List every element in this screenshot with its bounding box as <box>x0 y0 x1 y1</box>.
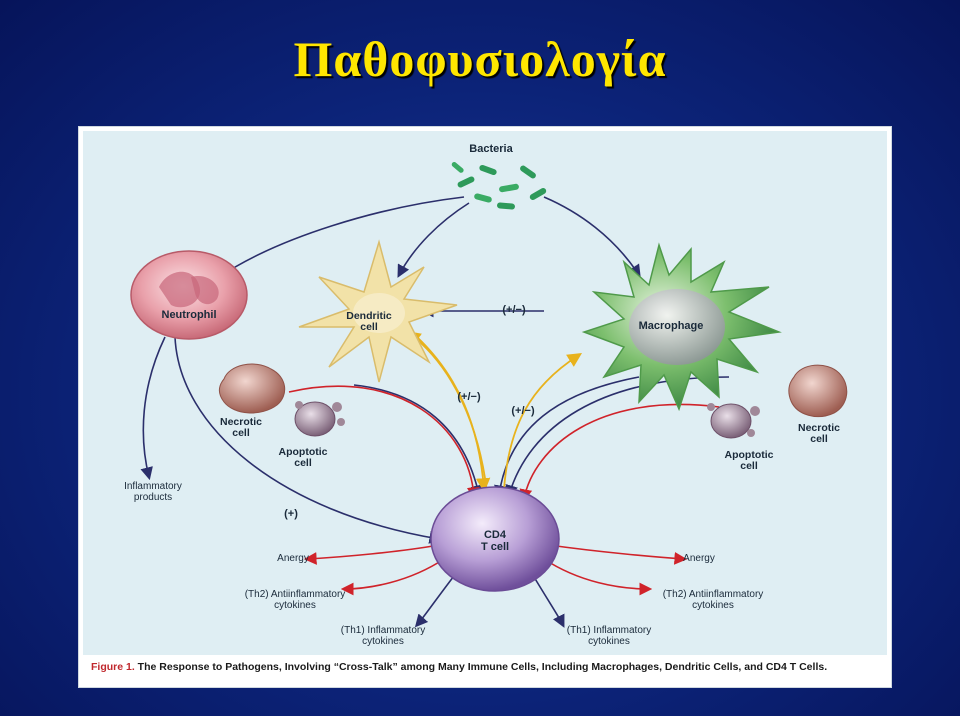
arrow-macrophage-to-tcell <box>494 376 640 499</box>
label-th2-left-1: (Th2) Antiinflammatory <box>245 589 346 600</box>
neutrophil-cell <box>130 250 248 340</box>
arrow-bacteria-to-neutrophil <box>216 196 465 279</box>
arrow-apoptotic-right-to-tcell <box>519 403 720 503</box>
label-th2-right-1: (Th2) Antiinflammatory <box>663 589 764 600</box>
label-dendritic-1: Dendritic <box>346 310 392 322</box>
label-plusminus-dc-mac: (+/−) <box>502 304 526 316</box>
label-bacteria: Bacteria <box>469 143 513 155</box>
cd4-t-cell <box>430 486 560 592</box>
label-apoptotic-left-2: cell <box>294 457 312 469</box>
apoptotic-cell-right <box>707 403 760 439</box>
arrow-tcell-to-anergy-left <box>303 544 440 565</box>
arrow-dendritic-to-tcell <box>353 384 484 499</box>
label-apoptotic-right-1: Apoptotic <box>725 449 774 461</box>
figure-caption: Figure 1. The Response to Pathogens, Inv… <box>91 661 881 674</box>
arrow-tcell-to-anergy-right <box>548 544 688 565</box>
label-necrotic-right-1: Necrotic <box>798 422 840 434</box>
arrow-tcell-to-th1-left <box>414 571 458 628</box>
label-inflammatory-1: Inflammatory <box>124 481 182 492</box>
label-th1-right-1: (Th1) Inflammatory <box>567 625 651 636</box>
label-cd4: CD4 <box>484 529 507 541</box>
apoptotic-cell-left <box>294 401 345 437</box>
label-th2-right-2: cytokines <box>692 600 734 611</box>
label-plusminus-mac-t: (+/−) <box>511 405 535 417</box>
arrow-bacteria-to-macrophage <box>543 196 641 278</box>
necrotic-cell-left <box>219 363 286 414</box>
label-th1-right-2: cytokines <box>588 636 630 647</box>
immune-crosstalk-diagram: Bacteria Neutrophil Dendritic cell Macro… <box>83 131 887 655</box>
label-neutrophil: Neutrophil <box>162 309 217 321</box>
label-apoptotic-right-2: cell <box>740 460 758 472</box>
arrow-neutrophil-to-inflammatory <box>140 336 166 481</box>
arrow-bacteria-to-dendritic <box>397 202 470 278</box>
label-plus-neut-t: (+) <box>284 508 298 520</box>
figure-panel: Bacteria Neutrophil Dendritic cell Macro… <box>78 126 892 688</box>
label-th1-left-1: (Th1) Inflammatory <box>341 625 425 636</box>
macrophage-cell <box>581 242 782 412</box>
arrow-necrotic-left-to-tcell <box>288 385 480 501</box>
arrow-tcell-to-macrophage <box>503 353 583 490</box>
arrow-tcell-to-th2-left <box>340 558 445 596</box>
necrotic-cell-right <box>788 364 848 417</box>
arrow-neutrophil-to-tcell <box>174 336 443 544</box>
label-anergy-right: Anergy <box>683 553 715 564</box>
label-inflammatory-2: products <box>134 492 172 503</box>
figure-number: Figure 1. <box>91 661 135 673</box>
label-anergy-left: Anergy <box>277 553 309 564</box>
label-th1-left-2: cytokines <box>362 636 404 647</box>
figure-caption-text: The Response to Pathogens, Involving “Cr… <box>134 661 828 673</box>
bacteria-cluster <box>451 161 547 210</box>
arrow-tcell-to-th2-right <box>543 558 653 596</box>
label-th2-left-2: cytokines <box>274 600 316 611</box>
label-plusminus-dc-t: (+/−) <box>457 391 481 403</box>
label-t-cell: T cell <box>481 541 509 553</box>
slide-title: Παθοφυσιολογία <box>293 31 667 87</box>
label-macrophage: Macrophage <box>639 320 704 332</box>
label-necrotic-right-2: cell <box>810 433 828 445</box>
label-necrotic-left-2: cell <box>232 427 250 439</box>
dendritic-cell <box>298 239 458 383</box>
label-apoptotic-left-1: Apoptotic <box>279 446 328 458</box>
label-necrotic-left-1: Necrotic <box>220 416 262 428</box>
arrow-dendritic-to-tcell-yellow <box>416 336 491 493</box>
label-dendritic-2: cell <box>360 321 378 333</box>
